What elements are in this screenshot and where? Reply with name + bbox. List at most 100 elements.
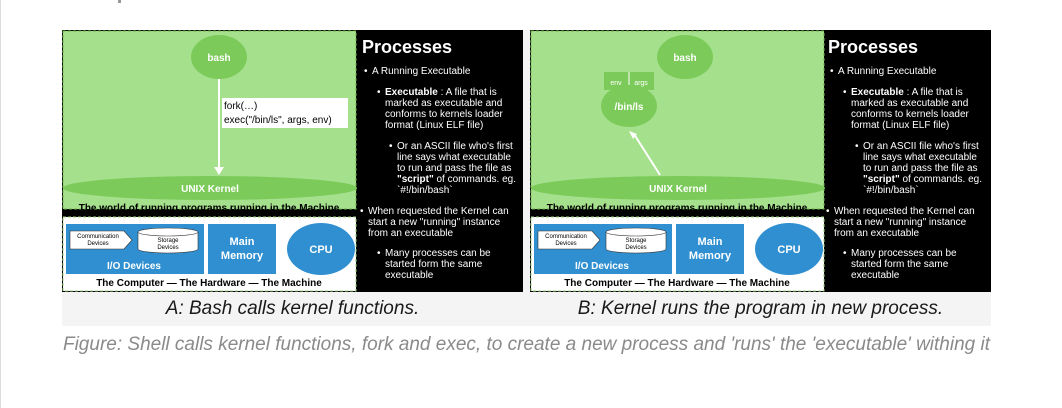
kernel-request-line2: start a new "running" instance bbox=[834, 217, 967, 228]
bash-process-bubble bbox=[657, 35, 713, 79]
hardware-label: The Computer — The Hardware — The Machin… bbox=[96, 278, 322, 289]
shebang-example: `#!/bin/bash` bbox=[397, 184, 453, 196]
hardware-label: The Computer — The Hardware — The Machin… bbox=[564, 278, 790, 289]
running-world-label: The world of running programs running in… bbox=[547, 203, 808, 214]
syscall-box bbox=[222, 98, 348, 128]
script-rest: of commands. eg. bbox=[434, 174, 516, 185]
svg-text:•: • bbox=[389, 141, 393, 152]
svg-text:•: • bbox=[830, 66, 834, 77]
ascii-line2: line says what executable bbox=[397, 152, 511, 163]
main-memory-line1: Main bbox=[697, 236, 722, 248]
script-term: "script" bbox=[397, 174, 434, 185]
kernel-request-line2: start a new "running" instance bbox=[368, 217, 501, 228]
main-memory-line2: Memory bbox=[689, 250, 732, 262]
processes-title: Processes bbox=[362, 37, 452, 57]
bash-label: bash bbox=[673, 53, 696, 64]
kernel-label: UNIX Kernel bbox=[181, 184, 239, 195]
svg-text:•: • bbox=[826, 206, 830, 217]
main-memory-line1: Main bbox=[229, 236, 254, 248]
executable-desc-line4: format (Linux ELF file) bbox=[385, 120, 483, 131]
many-processes-line2: started form the same bbox=[385, 259, 483, 270]
list-bullet-remnant bbox=[118, 0, 121, 3]
bullet-running-executable: A Running Executable bbox=[372, 66, 471, 77]
main-memory-line2: Memory bbox=[221, 250, 264, 262]
many-processes-line3: executable bbox=[851, 270, 900, 281]
kernel-request-line3: from an executable bbox=[368, 228, 453, 239]
storage-devices-line1: Storage bbox=[625, 238, 647, 244]
svg-text:•: • bbox=[843, 248, 847, 259]
kernel-request-line1: When requested the Kernel can bbox=[834, 206, 975, 217]
executable-desc-line2: marked as executable and bbox=[851, 98, 968, 109]
svg-text:•: • bbox=[364, 66, 368, 77]
fork-call-text: fork(…) bbox=[224, 101, 257, 112]
svg-text:•: • bbox=[377, 87, 381, 98]
many-processes-line1: Many processes can be bbox=[385, 248, 491, 259]
executable-desc-line3: conforms to kernels loader bbox=[385, 109, 504, 120]
main-memory-box bbox=[208, 224, 276, 274]
kernel-request-line3: from an executable bbox=[834, 228, 919, 239]
panel-a-caption: A: Bash calls kernel functions. bbox=[165, 298, 420, 319]
processes-title: Processes bbox=[828, 37, 918, 57]
kernel-oval bbox=[63, 176, 357, 200]
many-processes-line1: Many processes can be bbox=[851, 248, 957, 259]
io-devices-label: I/O Devices bbox=[107, 261, 161, 272]
comm-devices-line2: Devices bbox=[87, 241, 108, 247]
cpu-circle bbox=[755, 223, 823, 275]
panel-b-caption: B: Kernel runs the program in new proces… bbox=[577, 298, 944, 319]
executable-term: Executable bbox=[385, 87, 438, 98]
bash-process-bubble bbox=[191, 35, 247, 79]
figure: bash fork(…) exec("/bin/ls", args, env) … bbox=[62, 30, 991, 326]
args-label: args bbox=[634, 80, 648, 87]
ascii-line1: Or an ASCII file who's first bbox=[397, 141, 513, 152]
executable-desc-line4: format (Linux ELF file) bbox=[851, 120, 949, 131]
panel-b-image: bash env args /bin/ls UNIX Kernel The wo… bbox=[530, 30, 991, 292]
storage-devices-line2: Devices bbox=[625, 245, 646, 251]
svg-text:Executable : A file that is: Executable : A file that is bbox=[851, 87, 963, 98]
many-processes-line2: started form the same bbox=[851, 259, 949, 270]
cpu-circle bbox=[287, 223, 355, 275]
kernel-request-line1: When requested the Kernel can bbox=[368, 206, 509, 217]
svg-text:•: • bbox=[377, 248, 381, 259]
spawn-arrow-head bbox=[629, 131, 637, 139]
comm-devices-line2: Devices bbox=[555, 241, 576, 247]
kernel-label: UNIX Kernel bbox=[649, 184, 707, 195]
storage-devices-line2: Devices bbox=[157, 245, 178, 251]
comm-devices-line1: Communication bbox=[545, 234, 587, 240]
ascii-line1: Or an ASCII file who's first bbox=[863, 141, 979, 152]
storage-devices-line1: Storage bbox=[157, 238, 179, 244]
env-label: env bbox=[610, 80, 622, 87]
ls-process-bubble bbox=[601, 85, 657, 127]
cpu-label: CPU bbox=[777, 244, 800, 256]
executable-desc-line1: : A file that is bbox=[904, 87, 963, 98]
bullet-running-executable: A Running Executable bbox=[838, 66, 937, 77]
executable-desc-line3: conforms to kernels loader bbox=[851, 109, 970, 120]
cpu-label: CPU bbox=[309, 244, 332, 256]
bash-label: bash bbox=[207, 53, 230, 64]
kernel-oval bbox=[531, 176, 825, 200]
io-devices-label: I/O Devices bbox=[575, 261, 629, 272]
storage-devices-icon bbox=[137, 232, 199, 254]
main-memory-box bbox=[676, 224, 744, 274]
svg-text:"script" of commands. eg.: "script" of commands. eg. bbox=[863, 174, 982, 185]
svg-text:Executable : A file that is: Executable : A file that is bbox=[385, 87, 497, 98]
syscall-arrow-head bbox=[214, 167, 224, 175]
exec-call-text: exec("/bin/ls", args, env) bbox=[224, 115, 332, 126]
svg-text:•: • bbox=[360, 206, 364, 217]
left-border-rule bbox=[0, 0, 1, 408]
figure-caption: Figure: Shell calls kernel functions, fo… bbox=[62, 334, 990, 355]
svg-text:•: • bbox=[843, 87, 847, 98]
shebang-example: `#!/bin/bash` bbox=[863, 184, 919, 196]
executable-desc-line2: marked as executable and bbox=[385, 98, 502, 109]
spawn-arrow bbox=[633, 133, 661, 176]
script-term: "script" bbox=[863, 174, 900, 185]
communication-devices-icon bbox=[69, 230, 133, 250]
panel-a-image: bash fork(…) exec("/bin/ls", args, env) … bbox=[62, 30, 523, 292]
communication-devices-icon bbox=[537, 230, 601, 250]
ascii-line3: to run and pass the file as bbox=[863, 163, 978, 174]
ls-label: /bin/ls bbox=[615, 102, 644, 113]
ascii-line3: to run and pass the file as bbox=[397, 163, 512, 174]
many-processes-line3: executable bbox=[385, 270, 434, 281]
script-rest: of commands. eg. bbox=[900, 174, 982, 185]
running-world-label: The world of running programs running in… bbox=[79, 203, 340, 214]
storage-devices-icon bbox=[605, 232, 667, 254]
